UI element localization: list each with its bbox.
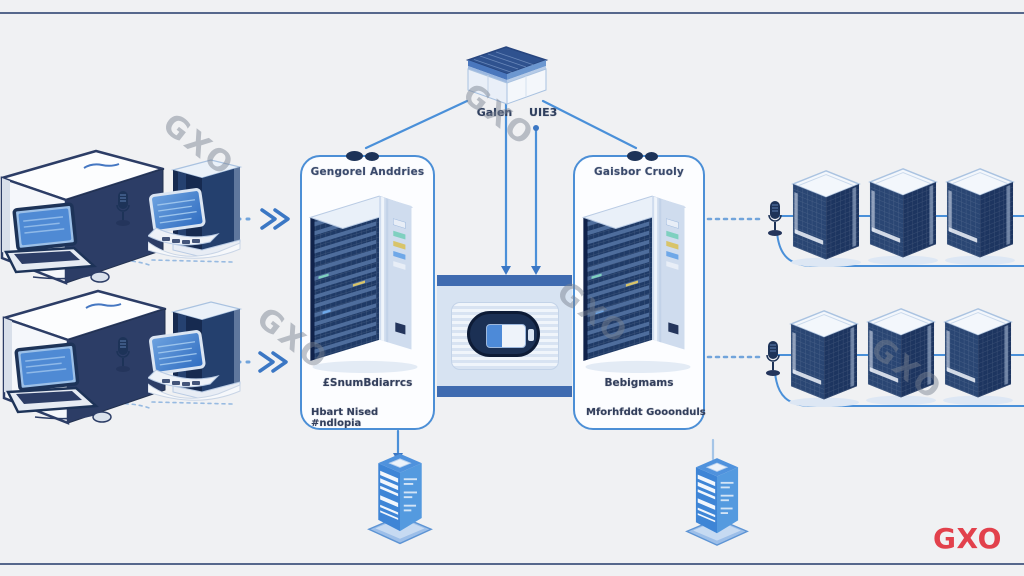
blue-server-tower-icon [366,452,434,548]
gateway-capsule-icon [486,324,526,348]
panel-right: Gaisbor Cruoly Bebigmams Mforhfddt Gooon… [573,151,706,430]
gateway-slot [528,329,534,341]
microphone-icon [114,190,132,234]
microphone-icon [114,336,132,380]
panel-right-footnote: Mforhfddt Gooonduls [586,407,706,418]
connector-dot [365,152,379,161]
brand-logo-gxo: GXO [933,522,1002,555]
blue-server-tower-icon [684,456,750,550]
microphone-icon [764,340,782,384]
connector-dot [645,152,658,161]
server-tower-icon [788,168,864,268]
package-box-laptop-icon [0,148,170,288]
panel-left-subtitle: £SnumBdiarrcs [322,377,413,389]
top-node-label: Galen UIE3 [476,106,558,119]
bottom-border-line [0,563,1024,565]
panel-left-title: Gengorel Anddries [310,166,425,178]
gateway-band [437,275,572,397]
server-tower-icon [942,166,1018,266]
panel-left-footnote: Hbart Nised #ndlopia [311,407,379,429]
secure-gateway-stadium-icon [467,311,540,357]
server-tower-icon [786,308,862,408]
panel-right-subtitle: Bebigmams [604,377,674,389]
panel-right-title: Gaisbor Cruoly [594,166,684,178]
band-bottom-bar [437,386,572,397]
package-box-laptop-icon [2,288,172,428]
desktop-tower-laptop-icon [148,300,266,412]
connector-dot [346,151,363,161]
microphone-icon [766,200,784,244]
server-tower-icon [940,306,1016,406]
server-rack-icon [579,183,699,375]
server-tower-icon [865,166,941,266]
panel-left: Gengorel Anddries £SnumBdiarrcs Hbart Ni… [300,151,435,430]
double-chevron-right-icon [258,208,290,373]
gateway-striped-plate [451,302,559,370]
connector-dot [627,151,643,161]
band-top-bar [437,275,572,286]
top-border-line [0,12,1024,14]
